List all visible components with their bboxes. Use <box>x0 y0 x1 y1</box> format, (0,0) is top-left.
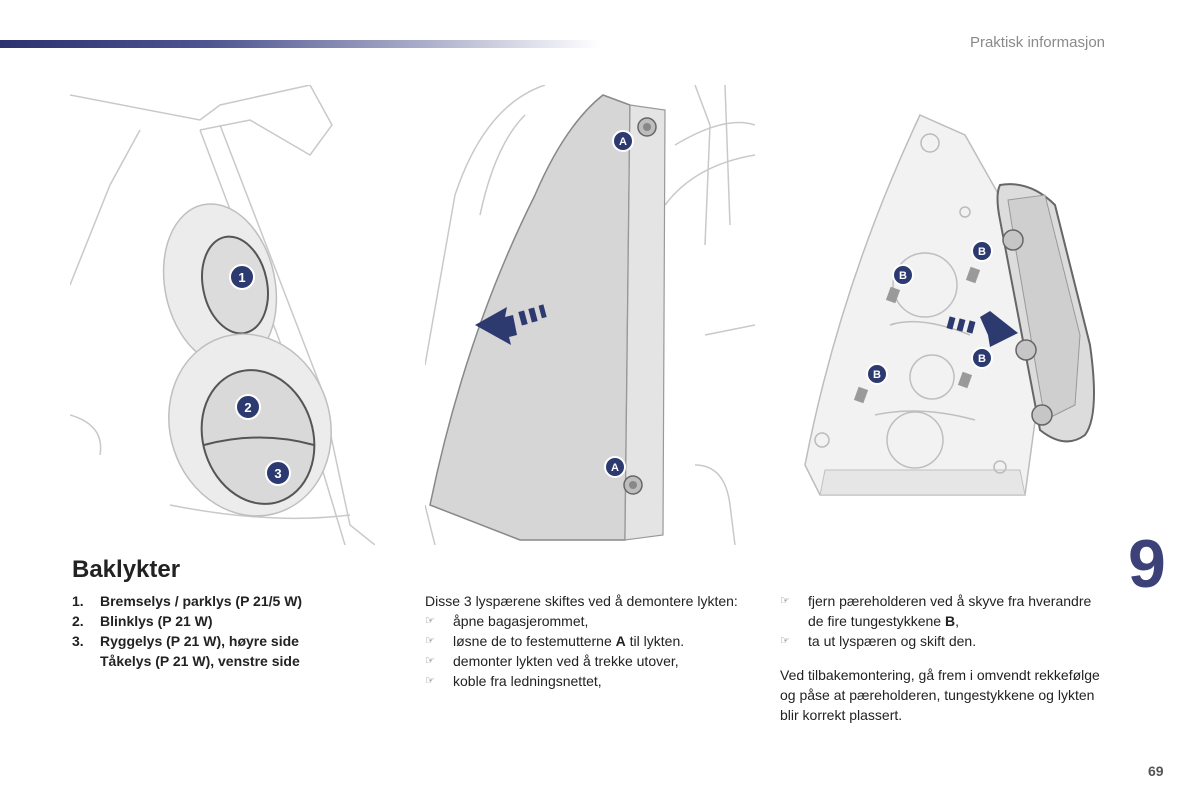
svg-text:3: 3 <box>274 466 281 481</box>
svg-text:B: B <box>978 353 986 365</box>
marker-3: 3 <box>265 460 291 486</box>
marker-1: 1 <box>229 264 255 290</box>
pointing-hand-icon: ☞ <box>425 655 435 667</box>
marker-b-2: B <box>971 240 993 262</box>
header-accent-bar <box>0 40 600 48</box>
marker-2: 2 <box>235 394 261 420</box>
section-title: Praktisk informasjon <box>969 34 1105 51</box>
bulb-list: 1. Bremselys / parklys (P 21/5 W) 2. Bli… <box>72 591 302 671</box>
pointing-hand-icon: ☞ <box>780 635 790 647</box>
marker-a-top: A <box>612 130 634 152</box>
instruction-step: ☞ åpne bagasjerommet, <box>425 613 589 629</box>
arrow-pull-out-icon <box>475 304 547 345</box>
svg-text:A: A <box>619 136 627 148</box>
pointing-hand-icon: ☞ <box>425 615 435 627</box>
svg-text:B: B <box>873 369 881 381</box>
lamp-removal-illustration: A A <box>425 85 755 545</box>
figure-bulb-holder: B B B B <box>800 85 1100 545</box>
instructions-column-bulb: ☞ fjern pæreholderen ved å skyve fra hve… <box>780 591 1100 725</box>
instruction-step: ☞ koble fra ledningsnettet, <box>425 673 602 689</box>
bulb-list-item: 1. Bremselys / parklys (P 21/5 W) <box>72 593 303 609</box>
figure-light-cluster: 1 2 3 <box>70 85 375 545</box>
pointing-hand-icon: ☞ <box>425 635 435 647</box>
page-number: 69 <box>1148 763 1164 779</box>
arrow-separate-icon <box>946 311 1018 347</box>
svg-text:B: B <box>978 246 986 258</box>
marker-a-bottom: A <box>604 456 626 478</box>
instructions-intro: Disse 3 lyspærene skiftes ved å demonter… <box>425 593 738 609</box>
pointing-hand-icon: ☞ <box>780 595 790 607</box>
reassembly-note: Ved tilbakemontering, gå frem i omvendt … <box>780 667 1100 723</box>
svg-text:B: B <box>899 270 907 282</box>
svg-text:A: A <box>611 462 619 474</box>
instruction-step: ☞ løsne de to festemutterne A til lykten… <box>425 633 685 649</box>
marker-b-3: B <box>866 363 888 385</box>
instructions-column-removal: Disse 3 lyspærene skiftes ved å demonter… <box>425 591 745 691</box>
bulb-list-item: 2. Blinklys (P 21 W) <box>72 613 213 629</box>
pointing-hand-icon: ☞ <box>425 675 435 687</box>
svg-text:2: 2 <box>244 400 251 415</box>
light-cluster-illustration: 1 2 3 <box>70 85 375 545</box>
instruction-step: ☞ demonter lykten ved å trekke utover, <box>425 653 679 669</box>
page-title: Baklykter <box>72 556 181 583</box>
svg-text:1: 1 <box>238 270 245 285</box>
bulb-list-item: 3. Ryggelys (P 21 W), høyre side <box>72 633 299 649</box>
instruction-step: ☞ fjern pæreholderen ved å skyve fra hve… <box>780 593 1092 629</box>
bulb-list-item-extra: Tåkelys (P 21 W), venstre side <box>100 653 300 669</box>
marker-b-1: B <box>892 264 914 286</box>
chapter-number: 9 <box>1128 526 1166 602</box>
marker-b-4: B <box>971 347 993 369</box>
bulb-holder-illustration: B B B B <box>804 114 1095 496</box>
instruction-step: ☞ ta ut lyspæren og skift den. <box>780 633 977 649</box>
figure-lamp-removal: A A <box>425 85 755 545</box>
